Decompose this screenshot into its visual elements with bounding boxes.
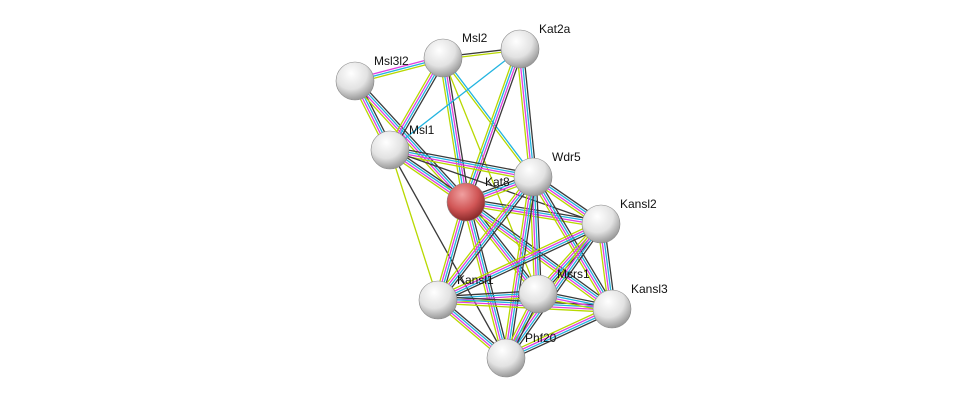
node-label: Kat2a	[539, 22, 571, 36]
edge-line	[445, 57, 470, 202]
edge-line	[535, 174, 616, 308]
edge-Msl2-Kat8[interactable]	[439, 57, 470, 203]
node-sphere[interactable]	[518, 274, 558, 314]
node-kansl2[interactable]: Kansl2	[581, 197, 657, 244]
node-sphere[interactable]	[423, 38, 463, 78]
edge-line	[389, 150, 533, 179]
edge-line	[390, 146, 534, 175]
edge-line	[389, 48, 521, 151]
edge-Wdr5-Kansl3[interactable]	[529, 174, 616, 312]
edge-line	[462, 47, 518, 202]
edge-line	[520, 48, 535, 177]
edge-line	[518, 49, 533, 178]
edge-Kat2a-Msl1[interactable]	[389, 48, 521, 151]
edge-line	[462, 203, 536, 297]
edge-line	[443, 56, 535, 177]
edge-line	[468, 49, 524, 204]
node-wdr5[interactable]: Wdr5	[513, 150, 581, 197]
edge-line	[522, 48, 537, 177]
edge-line	[533, 176, 614, 309]
edge-line	[466, 49, 522, 203]
edge-line	[468, 199, 542, 293]
node-label: Kansl2	[620, 197, 657, 211]
edge-line	[504, 305, 611, 356]
edge-line	[535, 176, 542, 294]
edge-line	[355, 79, 468, 202]
edge-line	[531, 177, 538, 295]
edge-line	[466, 201, 508, 358]
node-label: Msl3l2	[374, 54, 409, 68]
node-kansl3[interactable]: Kansl3	[592, 282, 668, 329]
edge-line	[438, 177, 535, 302]
edge-line	[438, 224, 602, 302]
node-label: Kansl1	[457, 273, 494, 287]
edge-line	[356, 78, 469, 201]
node-label: Kat8	[485, 175, 510, 189]
node-sphere[interactable]	[500, 29, 540, 69]
edge-line	[437, 222, 601, 300]
node-label: Kansl3	[631, 282, 668, 296]
node-sphere[interactable]	[581, 204, 621, 244]
edge-line	[529, 178, 610, 312]
edge-line	[439, 226, 603, 304]
node-label: Wdr5	[552, 150, 581, 164]
edge-line	[507, 311, 614, 362]
edge-Wdr5-Kansl1[interactable]	[434, 174, 537, 303]
edge-line	[436, 175, 533, 300]
node-sphere[interactable]	[370, 130, 410, 170]
node-sphere[interactable]	[592, 289, 632, 329]
edge-line	[464, 202, 506, 359]
edge-line	[390, 148, 534, 177]
node-label: Msl1	[409, 123, 435, 137]
node-label: Msl2	[462, 31, 488, 45]
edge-line	[443, 57, 468, 202]
edge-line	[506, 177, 535, 359]
edge-Kansl2-Kansl1[interactable]	[436, 220, 603, 304]
edge-line	[506, 309, 613, 360]
edge-line	[440, 178, 537, 303]
edge-line	[516, 49, 531, 178]
edge-line	[533, 176, 540, 294]
edge-line	[505, 307, 612, 358]
edge-Kat2a-Wdr5[interactable]	[516, 48, 537, 178]
edge-line	[466, 200, 540, 294]
edge-line	[504, 176, 533, 358]
node-kat2a[interactable]: Kat2a	[500, 22, 571, 69]
edge-line	[531, 177, 612, 310]
node-label: Phf20	[525, 331, 557, 345]
edge-line	[441, 58, 466, 203]
edge-line	[464, 48, 520, 202]
node-mcrs1[interactable]: Mcrs1	[518, 267, 590, 314]
node-msl3l2[interactable]: Msl3l2	[335, 54, 409, 101]
edge-Msl2-Wdr5[interactable]	[441, 56, 535, 179]
node-label: Mcrs1	[557, 267, 590, 281]
node-msl2[interactable]: Msl2	[423, 31, 488, 78]
edge-Kansl3-Phf20[interactable]	[504, 305, 614, 362]
node-kansl1[interactable]: Kansl1	[418, 273, 494, 320]
node-phf20[interactable]: Phf20	[486, 331, 557, 378]
edge-Msl1-Kansl1[interactable]	[389, 149, 439, 301]
node-sphere[interactable]	[513, 157, 553, 197]
node-msl1[interactable]: Msl1	[370, 123, 435, 170]
node-sphere[interactable]	[335, 61, 375, 101]
edge-line	[353, 81, 466, 204]
edge-line	[441, 58, 533, 179]
edge-line	[439, 58, 464, 203]
edge-Kat8-Mcrs1[interactable]	[462, 199, 542, 297]
edge-line	[466, 198, 602, 222]
node-sphere[interactable]	[446, 182, 486, 222]
edge-line	[436, 220, 600, 298]
edge-line	[464, 202, 538, 296]
edge-line	[389, 149, 439, 301]
edge-line	[434, 174, 531, 299]
node-kat8[interactable]: Kat8	[446, 175, 510, 222]
node-sphere[interactable]	[418, 280, 458, 320]
edge-Kat2a-Kat8[interactable]	[462, 47, 524, 204]
edge-line	[508, 177, 537, 359]
node-sphere[interactable]	[486, 338, 526, 378]
